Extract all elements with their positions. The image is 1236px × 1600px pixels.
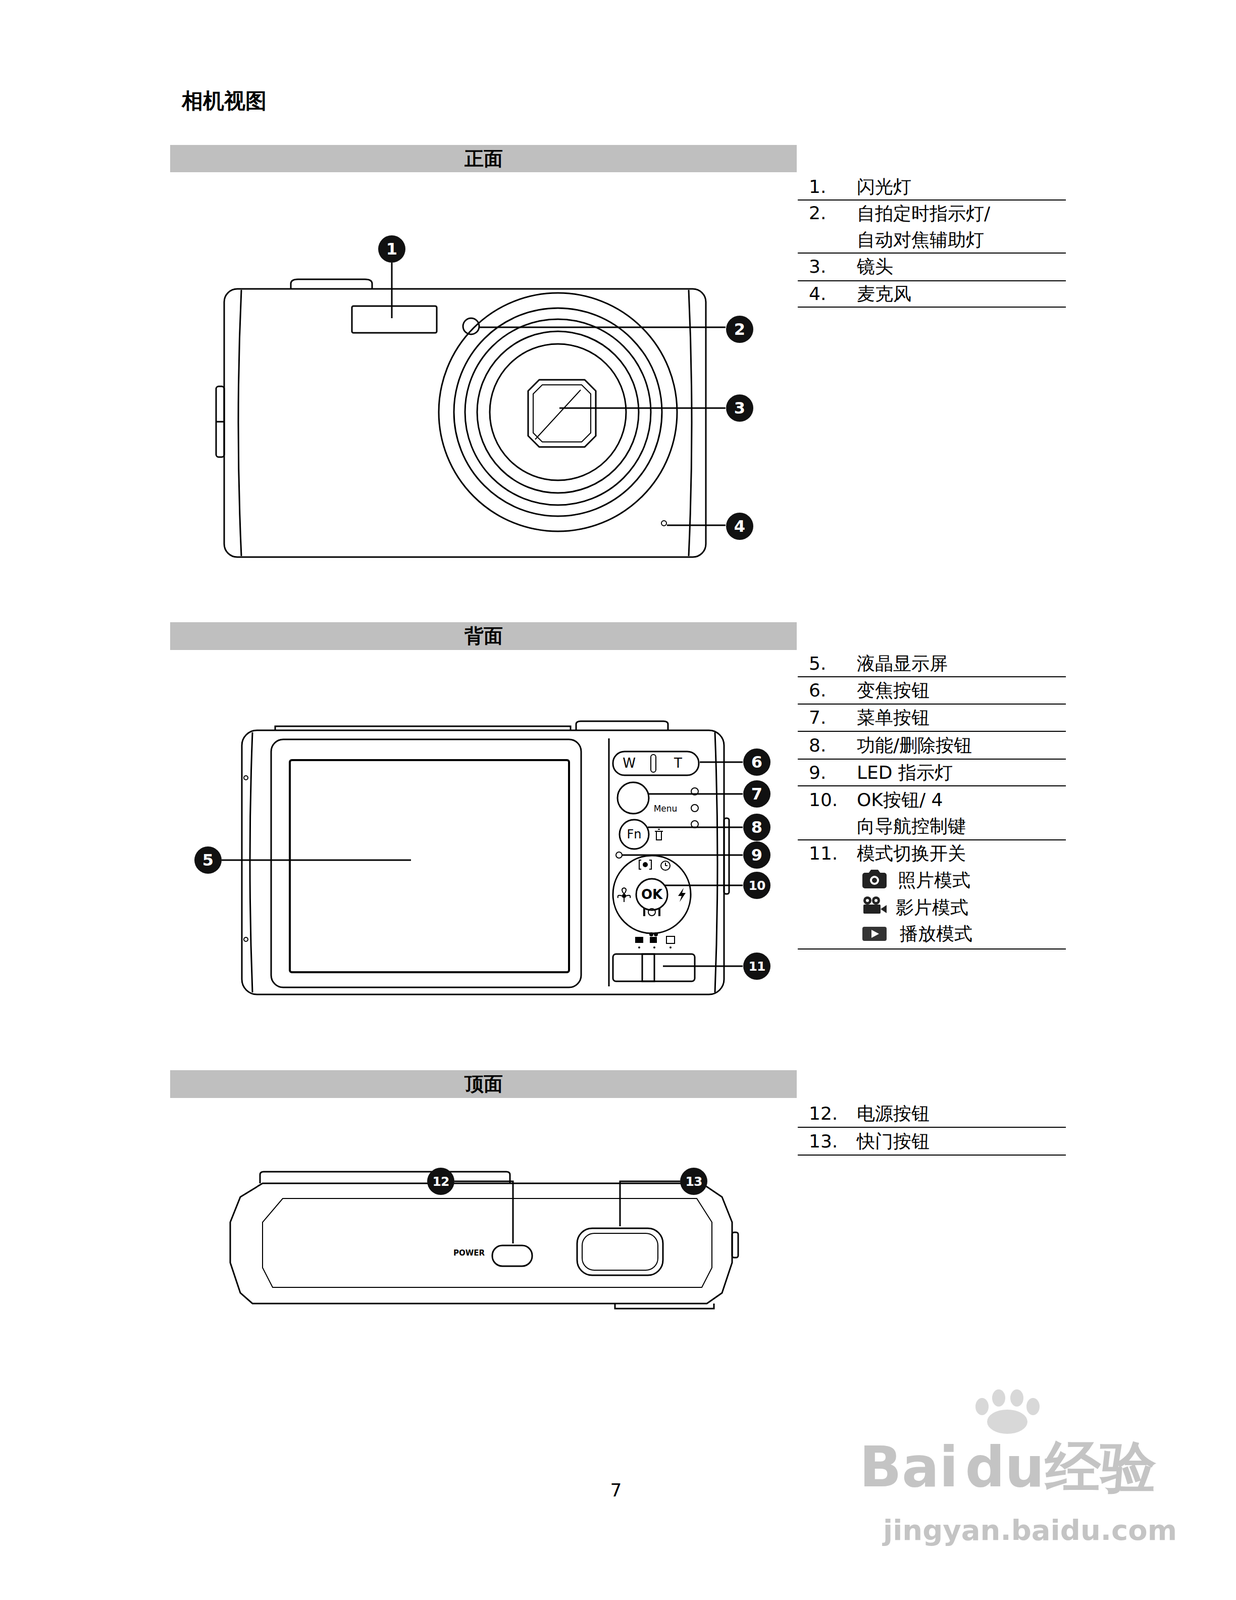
item-number: 1. — [808, 173, 827, 200]
callout-number: 6 — [743, 748, 771, 776]
callout-number: 7 — [743, 780, 771, 808]
item-number: 7. — [808, 704, 827, 731]
front-view — [216, 262, 726, 557]
part-name: 液晶显示屏 — [856, 650, 948, 677]
part-name: 菜单按钮 — [856, 704, 930, 731]
callout-number: 13 — [680, 1167, 708, 1195]
section-title: 背面 — [464, 623, 503, 649]
watermark: Bai — [859, 1438, 959, 1495]
part-name: 自拍定时指示灯/ 自动对焦辅助灯 — [856, 200, 1009, 253]
callout-number: 5 — [194, 846, 222, 874]
top-view — [230, 1171, 739, 1309]
part-name: 镜头 — [856, 253, 894, 280]
callout-number: 10 — [743, 871, 771, 899]
part-name: 模式切换开关 — [856, 840, 966, 867]
watermark-paw — [975, 1388, 1040, 1434]
part-name: 变焦按钮 — [856, 677, 930, 704]
button-label: W — [622, 756, 636, 770]
item-number: 4. — [808, 280, 827, 307]
watermark: 经验 — [1045, 1438, 1157, 1495]
part-name: 电源按钮 — [856, 1100, 930, 1127]
part-name: 快门按钮 — [856, 1127, 930, 1155]
button-label: POWER — [453, 1249, 485, 1257]
item-number: 9. — [808, 759, 827, 786]
part-name: OK按钮/ 4 向导航控制键 — [856, 786, 1009, 840]
section-title: 正面 — [464, 145, 503, 172]
part-name: 播放模式 — [899, 920, 973, 947]
callout-number: 1 — [378, 235, 406, 263]
section-title: 顶面 — [464, 1070, 503, 1097]
watermark: jingyan.baidu.com — [883, 1515, 1177, 1544]
item-number: 13. — [808, 1127, 838, 1155]
callout-number: 8 — [743, 813, 771, 841]
back-view — [221, 721, 743, 995]
button-label: OK — [641, 887, 663, 901]
item-number: 12. — [808, 1100, 838, 1127]
item-number: 8. — [808, 732, 827, 759]
table-rules — [797, 199, 1066, 1155]
item-number: 3. — [808, 253, 827, 280]
item-number: 2. — [808, 199, 827, 227]
callout-number: 3 — [726, 394, 754, 422]
page-title: 相机视图 — [181, 88, 267, 114]
section-band: 顶面 — [170, 1069, 797, 1098]
callout-number: 12 — [427, 1167, 455, 1195]
section-band: 背面 — [170, 622, 797, 650]
page-number: 7 — [610, 1478, 623, 1501]
callout-number: 4 — [726, 512, 754, 540]
item-number: 6. — [808, 677, 827, 704]
item-number: 5. — [808, 650, 827, 677]
part-name: 照片模式 — [897, 866, 971, 894]
part-name: 麦克风 — [856, 280, 912, 307]
part-name: 闪光灯 — [856, 173, 912, 200]
item-number: 10. — [808, 786, 838, 813]
callout-number: 9 — [743, 841, 771, 869]
button-label: Menu — [653, 804, 678, 813]
part-name: 功能/删除按钮 — [856, 732, 972, 759]
callout-number: 11 — [743, 952, 771, 980]
button-label: Fn — [626, 828, 642, 841]
section-band: 正面 — [170, 144, 797, 173]
part-name: 影片模式 — [895, 894, 969, 921]
item-number: 11. — [808, 840, 838, 867]
mode-icons — [862, 869, 887, 941]
watermark: du — [964, 1438, 1045, 1495]
callout-number: 2 — [726, 315, 754, 343]
button-label: T — [674, 756, 683, 770]
part-name: LED 指示灯 — [856, 759, 953, 786]
